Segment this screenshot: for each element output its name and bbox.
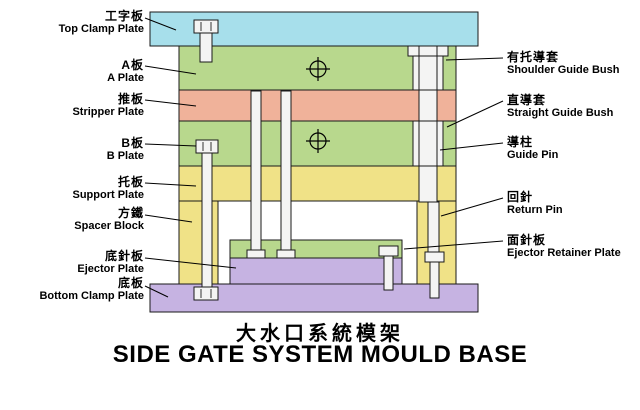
- label-return-pin-en: Return Pin: [507, 204, 563, 216]
- label-b-plate-en: B Plate: [106, 150, 144, 162]
- right-screw-head: [424, 251, 445, 263]
- support-plate: [178, 165, 457, 202]
- stripper-plate: [178, 89, 457, 122]
- top-screw-head: [193, 19, 219, 34]
- return-pin: [427, 201, 440, 253]
- label-straight-guide-bush-en: Straight Guide Bush: [507, 107, 614, 119]
- hole-mark-upper: [306, 57, 330, 81]
- label-ejector-plate-zh: 底針板: [104, 249, 144, 263]
- diagram-title-chinese: 大水口系統模架: [236, 323, 404, 345]
- label-stripper-plate-zh: 推板: [117, 92, 144, 106]
- label-a-plate: A板 A Plate: [2, 59, 144, 85]
- center-pin-left-head: [246, 249, 266, 259]
- leader-a-plate: [144, 65, 197, 75]
- label-return-pin-zh: 回針: [507, 190, 534, 204]
- label-top-clamp-plate-zh: 工字板: [104, 9, 144, 23]
- label-a-plate-zh: A板: [121, 58, 144, 72]
- leader-retainer-plate: [403, 240, 504, 250]
- label-bottom-clamp-plate-en: Bottom Clamp Plate: [39, 290, 144, 302]
- label-return-pin: 回針 Return Pin: [507, 191, 639, 217]
- label-shoulder-guide-bush: 有托導套 Shoulder Guide Bush: [507, 51, 639, 77]
- label-shoulder-guide-bush-en: Shoulder Guide Bush: [507, 64, 620, 76]
- leader-top-clamp: [144, 17, 177, 31]
- right-screw-shaft: [429, 261, 440, 299]
- label-shoulder-guide-bush-zh: 有托導套: [507, 50, 560, 64]
- label-ejector-retainer-plate-zh: 面針板: [507, 233, 547, 247]
- label-ejector-retainer-plate-en: Ejector Retainer Plate: [507, 247, 621, 259]
- top-screw-shaft: [199, 32, 213, 63]
- label-support-plate-en: Support Plate: [72, 189, 144, 201]
- leader-guide-pin: [439, 142, 504, 151]
- hole-mark-lower: [306, 129, 330, 153]
- label-spacer-block-en: Spacer Block: [74, 220, 144, 232]
- label-bottom-clamp-plate-zh: 底板: [117, 276, 144, 290]
- label-ejector-plate: 底針板 Ejector Plate: [2, 250, 144, 276]
- leader-bottom-clamp: [144, 285, 169, 298]
- ejector-plate: [229, 257, 403, 285]
- label-ejector-plate-en: Ejector Plate: [77, 263, 144, 275]
- leader-stripper: [144, 99, 197, 107]
- leader-support: [144, 182, 197, 187]
- label-straight-guide-bush: 直導套 Straight Guide Bush: [507, 94, 639, 120]
- label-spacer-block-zh: 方鐵: [117, 206, 144, 220]
- leader-ejector-plate: [144, 257, 237, 269]
- label-stripper-plate-en: Stripper Plate: [72, 106, 144, 118]
- leader-straight-bush: [446, 100, 504, 128]
- label-guide-pin-en: Guide Pin: [507, 149, 559, 161]
- ejector-screw-shaft: [383, 255, 394, 291]
- label-straight-guide-bush-zh: 直導套: [507, 93, 547, 107]
- label-ejector-retainer-plate: 面針板 Ejector Retainer Plate: [507, 234, 639, 260]
- leader-return-pin: [440, 197, 504, 217]
- label-a-plate-en: A Plate: [107, 72, 144, 84]
- label-b-plate: B板 B Plate: [2, 137, 144, 163]
- label-spacer-block: 方鐵 Spacer Block: [2, 207, 144, 233]
- bottom-screw-head: [193, 286, 219, 301]
- label-support-plate: 托板 Support Plate: [2, 176, 144, 202]
- leader-spacer: [144, 214, 193, 223]
- label-bottom-clamp-plate: 底板 Bottom Clamp Plate: [2, 277, 144, 303]
- leader-b-plate: [144, 143, 197, 147]
- label-guide-pin: 導柱 Guide Pin: [507, 136, 639, 162]
- spacer-bolt-shaft: [201, 152, 213, 288]
- label-top-clamp-plate-en: Top Clamp Plate: [58, 23, 144, 35]
- leader-shoulder-bush: [445, 57, 504, 61]
- center-pin-left: [250, 90, 262, 252]
- spacer-bolt-head-top: [195, 139, 219, 154]
- guide-pin: [418, 45, 438, 203]
- label-support-plate-zh: 托板: [117, 175, 144, 189]
- label-b-plate-zh: B板: [121, 136, 144, 150]
- ejector-screw-head: [378, 245, 399, 257]
- label-guide-pin-zh: 導柱: [507, 135, 534, 149]
- label-top-clamp-plate: 工字板 Top Clamp Plate: [2, 10, 144, 36]
- center-pin-right: [280, 90, 292, 252]
- center-pin-right-head: [276, 249, 296, 259]
- label-stripper-plate: 推板 Stripper Plate: [2, 93, 144, 119]
- diagram-title-english: SIDE GATE SYSTEM MOULD BASE: [112, 341, 528, 368]
